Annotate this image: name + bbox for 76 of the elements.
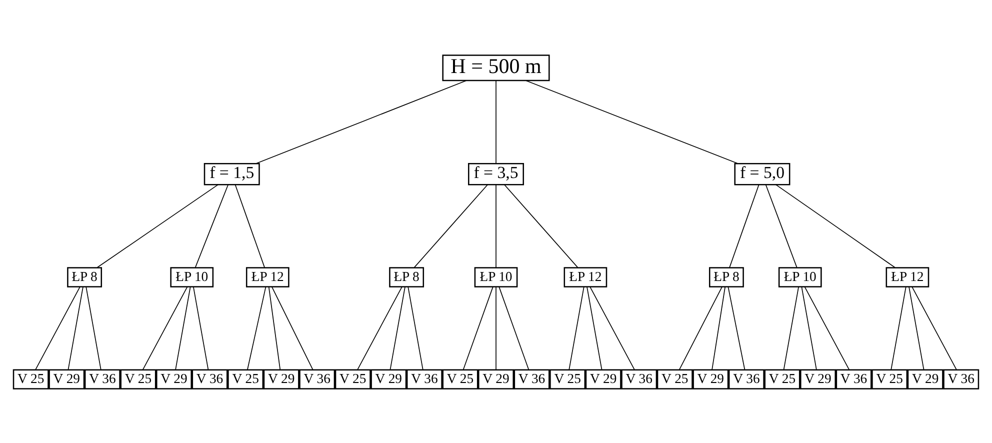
node-box: V 29 (263, 368, 300, 389)
node-box: ŁP 8 (389, 266, 424, 287)
connector (247, 286, 266, 370)
node-box: V 29 (692, 368, 729, 389)
node-box: V 25 (228, 368, 264, 389)
connector (256, 80, 467, 164)
node-box: V 25 (656, 368, 693, 389)
node-box: V 29 (478, 368, 514, 389)
node-box: V 36 (943, 368, 980, 389)
connector (175, 286, 191, 370)
connector (678, 286, 722, 370)
node-box: f = 1,5 (204, 162, 260, 185)
node-box: V 25 (12, 368, 49, 389)
node-box: ŁP 10 (778, 266, 822, 287)
connector (498, 286, 530, 370)
connector (408, 286, 424, 370)
connector (590, 286, 635, 370)
node-box: V 29 (48, 368, 85, 389)
node-box: ŁP 12 (246, 266, 290, 287)
node-box: V 29 (585, 368, 622, 389)
node-box: ŁP 8 (67, 266, 102, 287)
connector (801, 286, 817, 370)
connector (96, 184, 218, 268)
connector (728, 286, 746, 370)
node-box: ŁP 12 (564, 266, 608, 287)
node-box: V 36 (621, 368, 658, 389)
node-box: ŁP 10 (170, 266, 214, 287)
node-box: ŁP 8 (708, 266, 744, 287)
connector (462, 286, 494, 370)
connector (234, 184, 265, 268)
connector (271, 286, 314, 370)
connector (568, 286, 584, 370)
connector (586, 286, 602, 370)
connector (804, 286, 850, 370)
connector (86, 286, 102, 370)
connector (912, 286, 957, 370)
connector (142, 286, 188, 370)
node-box: f = 3,5 (468, 162, 524, 185)
node-box: V 25 (120, 368, 156, 389)
node-box: V 36 (84, 368, 120, 389)
connector (783, 286, 799, 370)
connector (765, 184, 798, 268)
node-box: V 36 (406, 368, 442, 389)
node-box: ŁP 12 (886, 266, 930, 287)
connector (268, 286, 281, 370)
node-box: V 25 (764, 368, 800, 389)
connector (775, 184, 896, 268)
node-box: V 29 (156, 368, 192, 389)
connector (712, 286, 726, 370)
node-box: V 29 (907, 368, 944, 389)
connector (729, 184, 760, 268)
node-box: V 25 (872, 368, 908, 389)
node-box: V 36 (728, 368, 764, 389)
connector (890, 286, 906, 370)
node-box: V 25 (550, 368, 586, 389)
connector (194, 184, 228, 268)
node-box: V 36 (299, 368, 336, 389)
node-box: H = 500 m (442, 54, 550, 81)
connector (193, 286, 209, 370)
node-box: V 29 (800, 368, 836, 389)
connector (504, 184, 578, 268)
connector (526, 80, 738, 164)
node-box: V 36 (836, 368, 872, 389)
connector (35, 286, 80, 370)
connector (414, 184, 488, 268)
node-box: f = 5,0 (734, 162, 790, 185)
node-box: V 36 (514, 368, 550, 389)
node-box: V 29 (370, 368, 407, 389)
connector (68, 286, 84, 370)
connector (908, 286, 924, 370)
node-box: V 25 (334, 368, 371, 389)
connector (390, 286, 406, 370)
node-box: V 36 (192, 368, 228, 389)
node-box: V 25 (442, 368, 478, 389)
node-box: ŁP 10 (474, 266, 518, 287)
connector (357, 286, 402, 370)
